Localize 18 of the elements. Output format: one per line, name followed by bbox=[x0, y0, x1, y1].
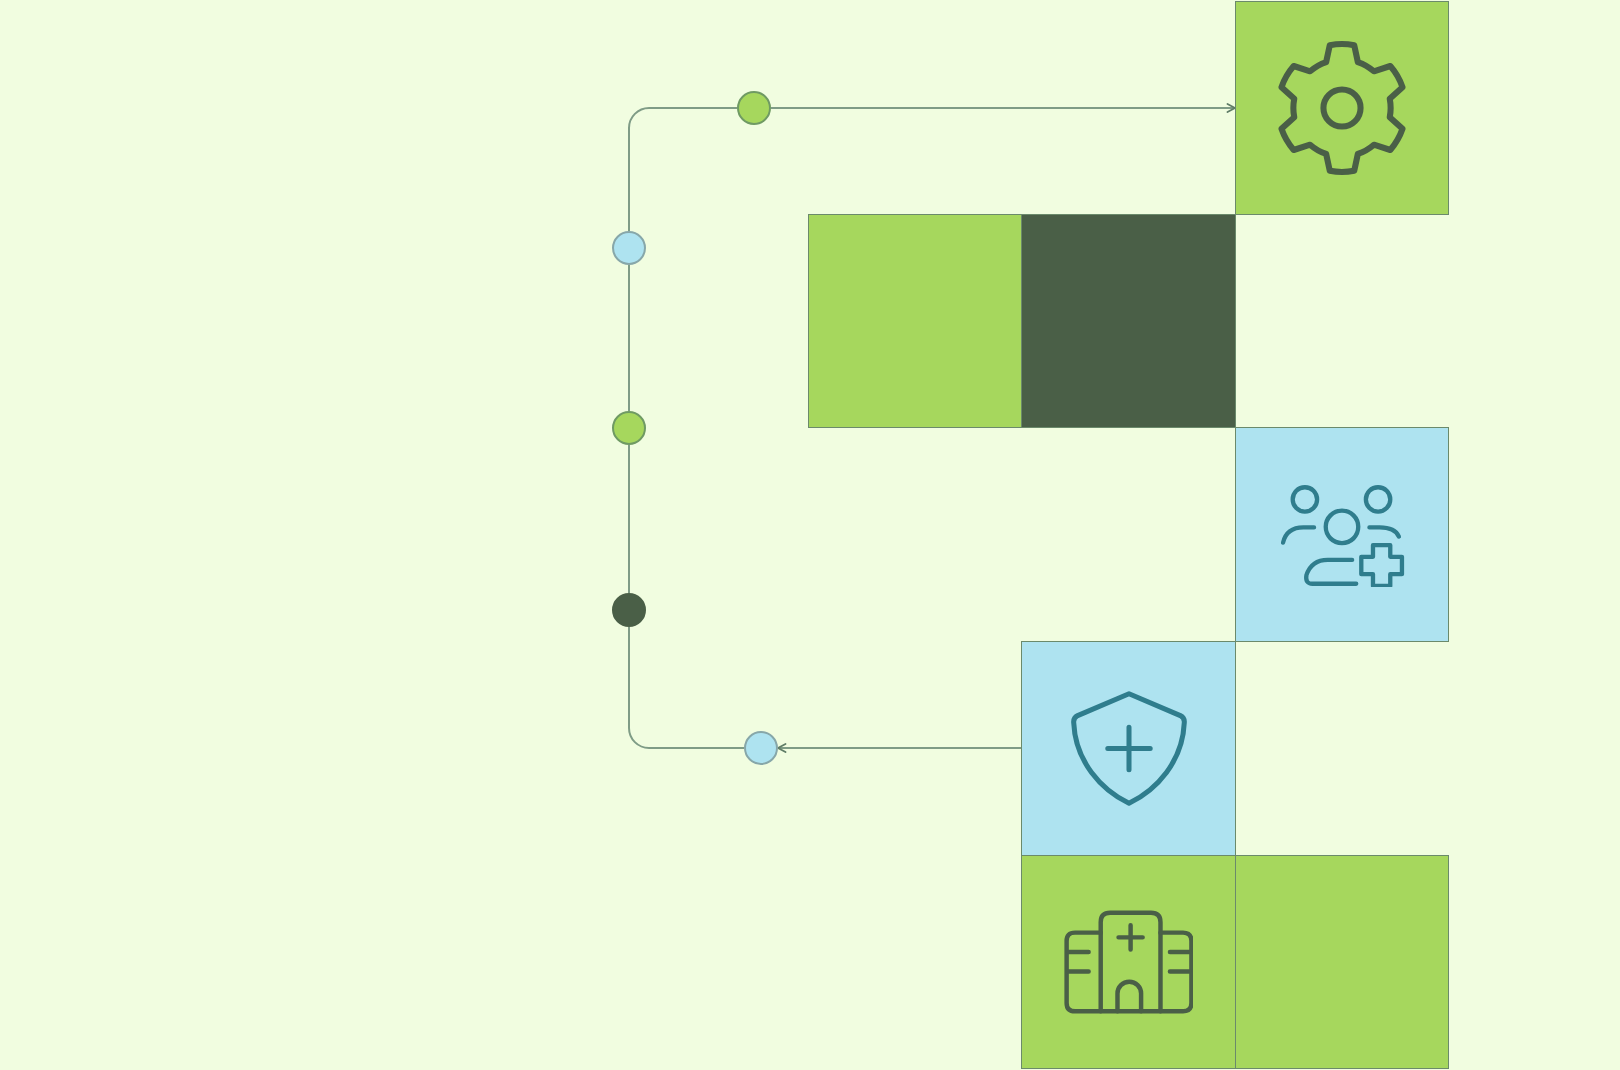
square-tile bbox=[1021, 855, 1236, 1069]
connector-line bbox=[628, 264, 630, 412]
square-tile bbox=[1235, 855, 1449, 1069]
square-tile bbox=[808, 214, 1022, 428]
arrow bbox=[777, 743, 1022, 753]
connector-line bbox=[628, 107, 738, 232]
connector-line bbox=[628, 444, 630, 594]
timeline-dot bbox=[612, 593, 646, 627]
square-tile bbox=[1235, 1, 1449, 215]
square-tile bbox=[1021, 214, 1236, 428]
timeline-dot bbox=[612, 231, 646, 265]
square-tile bbox=[1235, 427, 1449, 642]
timeline-dot bbox=[744, 731, 778, 765]
timeline-dot bbox=[737, 91, 771, 125]
connector-line bbox=[628, 626, 745, 749]
arrow bbox=[770, 103, 1236, 113]
timeline-dot bbox=[612, 411, 646, 445]
square-tile bbox=[1021, 641, 1236, 856]
